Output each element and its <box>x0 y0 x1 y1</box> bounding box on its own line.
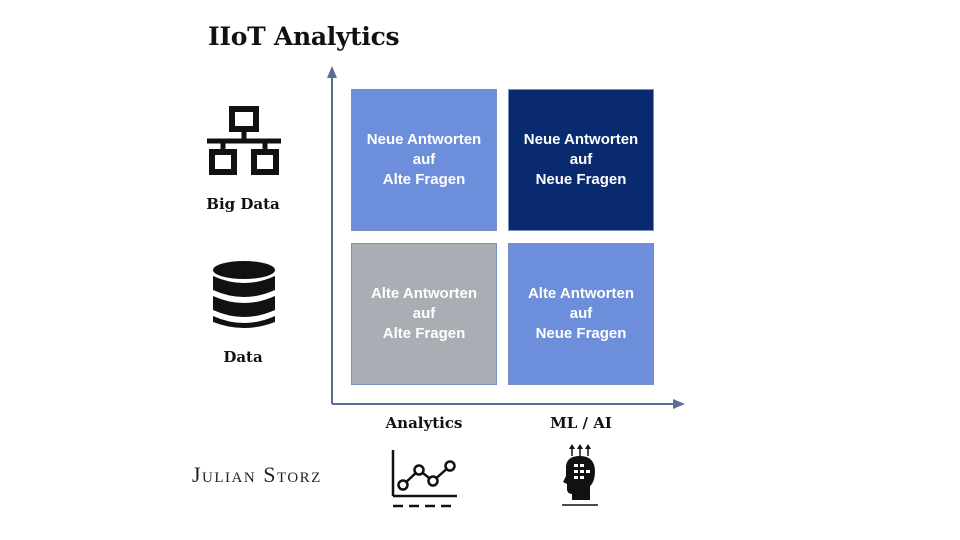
database-icon <box>213 261 275 328</box>
x-label-ml-ai: ML / AI <box>550 414 612 432</box>
x-axis-arrow <box>673 399 685 409</box>
x-label-analytics: Analytics <box>385 414 463 432</box>
y-label-data: Data <box>223 348 263 366</box>
author-signature: Julian Storz <box>192 462 322 487</box>
diagram-title: IIoT Analytics <box>208 22 400 51</box>
y-axis-arrow <box>327 66 337 78</box>
y-label-big-data: Big Data <box>206 195 280 213</box>
line-chart-icon <box>391 450 457 508</box>
network-icon <box>207 106 281 175</box>
ai-head-icon <box>562 444 598 506</box>
